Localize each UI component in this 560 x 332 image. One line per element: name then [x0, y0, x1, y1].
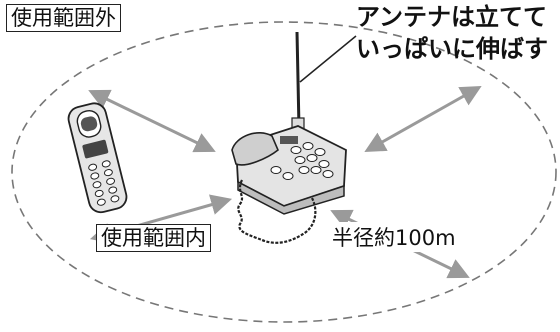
in-range-label: 使用範囲内 [96, 224, 211, 252]
antenna-instruction-line1: アンテナは立てて [356, 3, 548, 31]
handset-icon [67, 102, 128, 214]
out-of-range-label: 使用範囲外 [6, 4, 121, 32]
coverage-boundary-ellipse [11, 21, 557, 323]
range-arrow-upper-left [88, 89, 216, 153]
range-arrow-upper-right [364, 85, 482, 153]
antenna-instruction-line2: いっぱいに伸ばす [356, 35, 548, 63]
coiled-cord [237, 179, 317, 244]
base-unit-phone-icon [231, 125, 347, 215]
radius-label: 半径約100m [330, 222, 458, 252]
antenna-callout-leader [299, 35, 357, 83]
antenna-icon [295, 31, 301, 129]
